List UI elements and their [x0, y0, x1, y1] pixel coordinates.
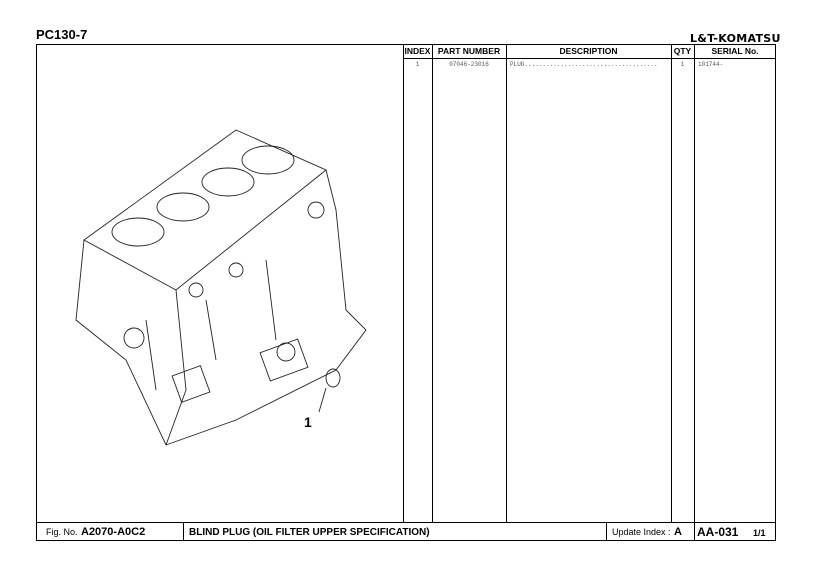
brand-logo: L&T-KOMATSU [690, 32, 781, 45]
update-label: Update Index : [612, 527, 671, 537]
divider [403, 44, 404, 522]
row-qty: 1 [680, 61, 685, 68]
col-qty: QTY [673, 46, 692, 56]
col-index: INDEX [404, 46, 431, 56]
divider [606, 522, 607, 541]
divider [694, 44, 695, 522]
model-name: PC130-7 [36, 27, 88, 42]
callout-1: 1 [304, 414, 312, 430]
sheet-frame [36, 44, 776, 541]
row-index: 1 [415, 61, 420, 68]
update-index: A [674, 526, 682, 538]
fig-number: A2070-A0C2 [81, 526, 146, 538]
divider [694, 522, 695, 541]
divider [403, 58, 776, 59]
row-description: PLUG....................................… [510, 61, 658, 68]
fig-label: Fig. No. [46, 527, 78, 537]
divider [506, 44, 507, 522]
col-part-number: PART NUMBER [437, 46, 501, 56]
figure-title: BLIND PLUG (OIL FILTER UPPER SPECIFICATI… [189, 527, 430, 538]
page-number: 1/1 [753, 528, 766, 538]
engine-block-illustration [75, 129, 367, 446]
row-part-number: 07046-23016 [449, 61, 489, 68]
page-code: AA-031 [697, 525, 739, 539]
divider [183, 522, 184, 541]
divider [36, 522, 776, 523]
divider [432, 44, 433, 522]
col-serial: SERIAL No. [711, 46, 759, 56]
row-serial: 101744- [698, 61, 724, 68]
col-description: DESCRIPTION [559, 46, 618, 56]
divider [671, 44, 672, 522]
